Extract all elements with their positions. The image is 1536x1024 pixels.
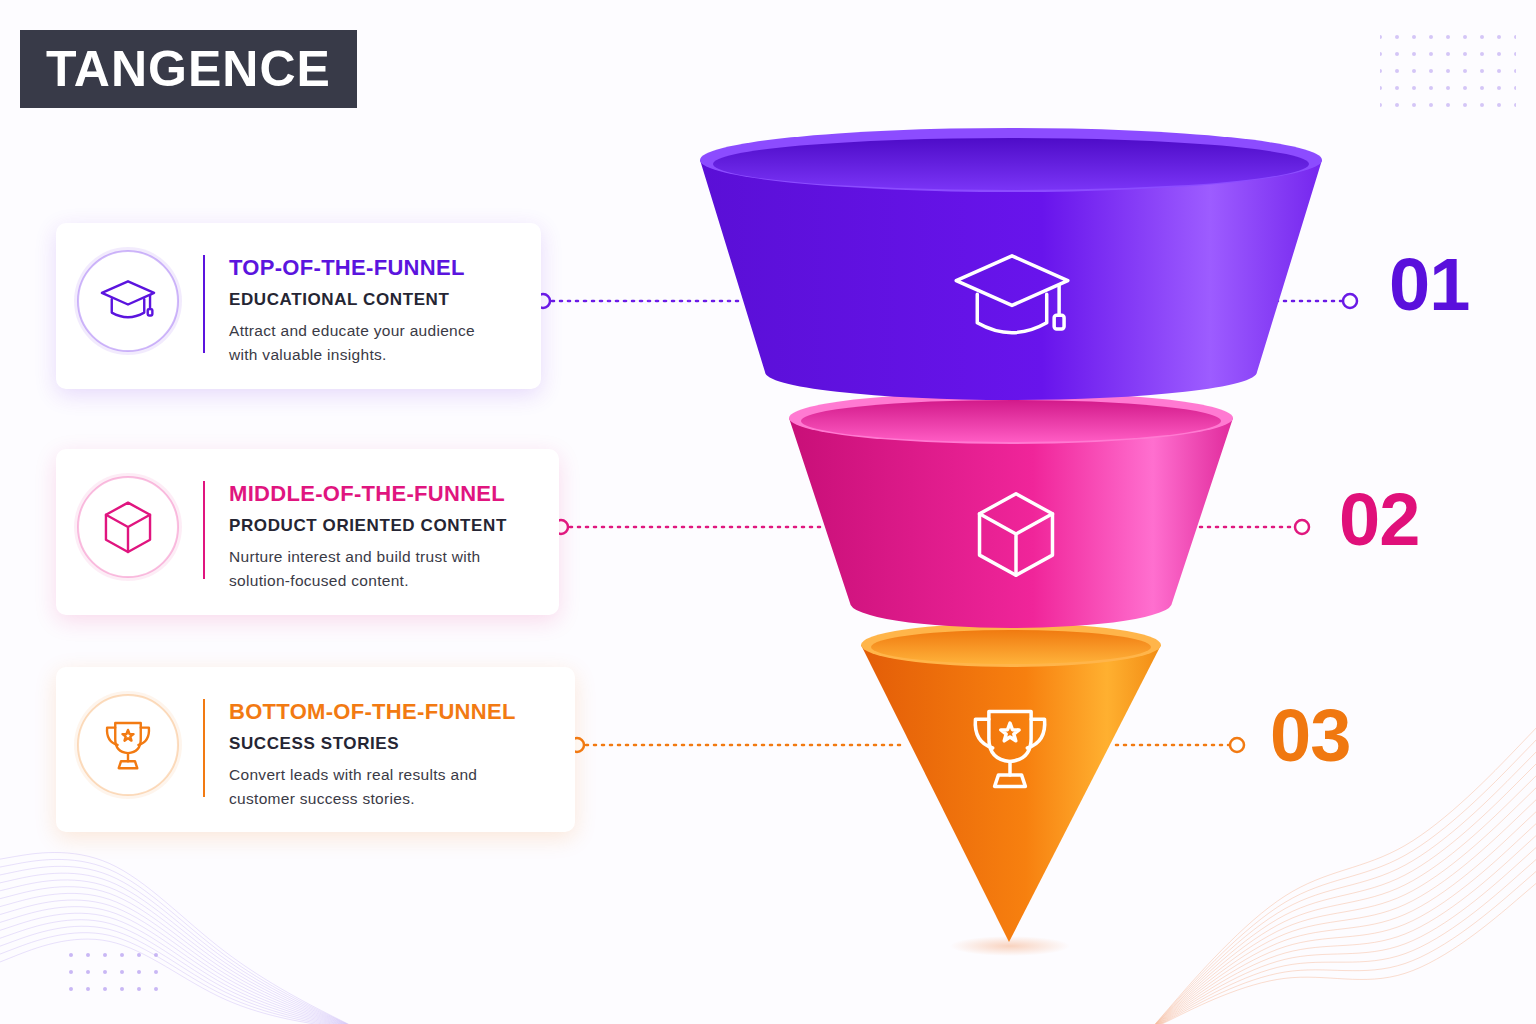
divider-line bbox=[203, 255, 205, 353]
funnel-middle bbox=[789, 392, 1233, 628]
wave-line bbox=[1150, 760, 1536, 1024]
wave-line bbox=[1150, 736, 1536, 1024]
icon-badge bbox=[68, 681, 188, 809]
dot-grid bbox=[56, 950, 166, 1002]
stage-number: 03 bbox=[1270, 696, 1350, 776]
funnel-top bbox=[700, 128, 1322, 400]
trophy-icon bbox=[975, 712, 1044, 787]
cube-icon bbox=[980, 494, 1053, 576]
wave-line bbox=[1150, 844, 1536, 1024]
stage-subtitle: EDUCATIONAL CONTENT bbox=[229, 289, 511, 311]
wave-line bbox=[0, 887, 360, 1024]
stage-subtitle: PRODUCT ORIENTED CONTENT bbox=[229, 515, 529, 537]
wave-line bbox=[1150, 808, 1536, 1024]
wave-line bbox=[1150, 796, 1536, 1024]
icon-badge bbox=[68, 463, 188, 591]
wave-line bbox=[0, 893, 360, 1024]
wave-line bbox=[0, 866, 360, 1024]
wave-line bbox=[1150, 820, 1536, 1024]
stage-card: MIDDLE-OF-THE-FUNNEL PRODUCT ORIENTED CON… bbox=[56, 449, 559, 615]
stage-card: BOTTOM-OF-THE-FUNNEL SUCCESS STORIES Conve… bbox=[56, 667, 575, 832]
stage-number: 01 bbox=[1389, 245, 1469, 325]
stage-card: TOP-OF-THE-FUNNEL EDUCATIONAL CONTENT Attr… bbox=[56, 223, 541, 389]
divider-line bbox=[203, 699, 205, 797]
wave-line bbox=[0, 900, 360, 1024]
wave-line bbox=[1150, 856, 1536, 1024]
stage-description: Convert leads with real results and cust… bbox=[229, 763, 497, 811]
wave-line bbox=[1150, 868, 1536, 1024]
stage-heading: TOP-OF-THE-FUNNEL bbox=[229, 255, 511, 281]
wave-line bbox=[0, 859, 360, 1024]
wave-line bbox=[0, 939, 360, 1024]
stage-heading: MIDDLE-OF-THE-FUNNEL bbox=[229, 481, 529, 507]
funnel-bottom bbox=[861, 623, 1161, 942]
stage-number: 02 bbox=[1339, 480, 1419, 560]
divider-line bbox=[203, 481, 205, 579]
logo-box: TANGENCE bbox=[20, 30, 357, 108]
stage-subtitle: SUCCESS STORIES bbox=[229, 733, 545, 755]
wave-line bbox=[0, 920, 360, 1024]
wave-line bbox=[1150, 880, 1536, 1024]
wave-line bbox=[1150, 832, 1536, 1024]
wave-line bbox=[0, 926, 360, 1024]
cap-icon bbox=[956, 256, 1068, 333]
stage-description: Attract and educate your audience with v… bbox=[229, 319, 497, 367]
wave-line bbox=[0, 880, 360, 1024]
stage-description: Nurture interest and build trust with so… bbox=[229, 545, 497, 593]
wave-line bbox=[0, 913, 360, 1024]
wave-line bbox=[0, 933, 360, 1024]
wave-line bbox=[0, 907, 360, 1024]
wave-line bbox=[0, 853, 360, 1024]
wave-line bbox=[1150, 748, 1536, 1024]
icon-badge bbox=[68, 237, 188, 365]
dot-grid bbox=[1380, 24, 1516, 114]
stage-heading: BOTTOM-OF-THE-FUNNEL bbox=[229, 699, 545, 725]
wave-line bbox=[0, 873, 360, 1024]
brand-name: TANGENCE bbox=[46, 40, 331, 98]
